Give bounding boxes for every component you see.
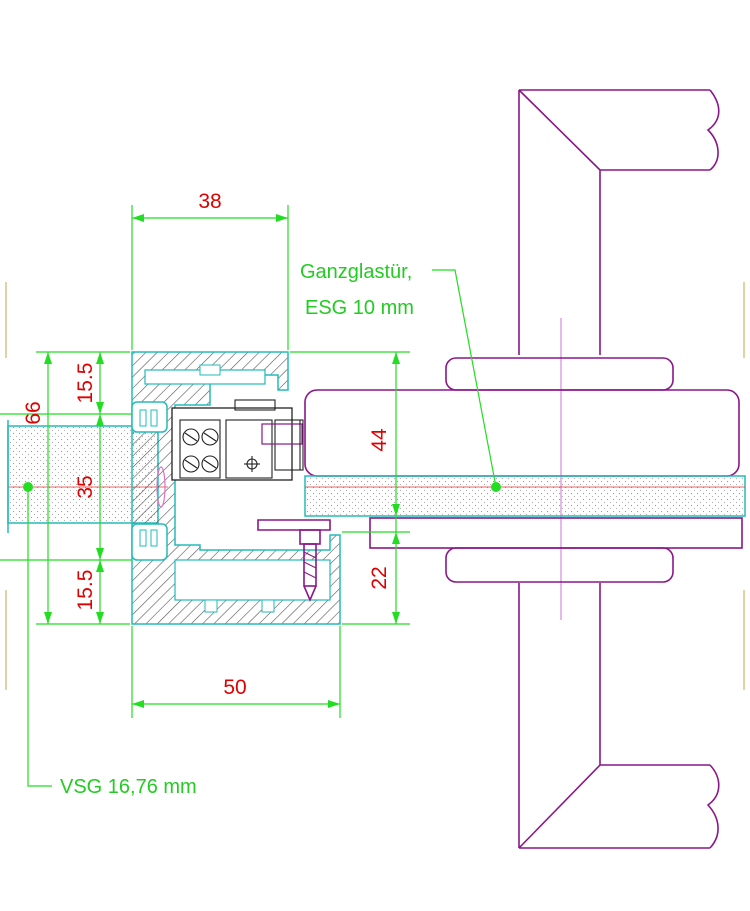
dim-35: 35 — [74, 475, 97, 498]
dimension-lines — [0, 205, 501, 787]
dim-15-5-top: 15.5 — [74, 363, 97, 404]
dim-15-5-bottom: 15.5 — [74, 570, 97, 611]
patch-fitting — [304, 357, 743, 583]
dim-50: 50 — [223, 676, 246, 699]
label-door-glass-line1: Ganzglastür, — [300, 261, 412, 283]
hinge-mechanism — [171, 399, 304, 481]
dim-22: 22 — [368, 566, 391, 589]
dim-66: 66 — [22, 401, 45, 424]
label-door-glass-line2: ESG 10 mm — [305, 297, 414, 319]
dim-44: 44 — [368, 428, 391, 452]
wall-edges — [5, 282, 745, 690]
label-vsg-glass: VSG 16,76 mm — [60, 776, 197, 798]
glass-door-pane — [304, 475, 746, 517]
dim-38: 38 — [198, 190, 221, 213]
door-handle — [518, 89, 720, 849]
fixing-screw — [156, 466, 331, 603]
